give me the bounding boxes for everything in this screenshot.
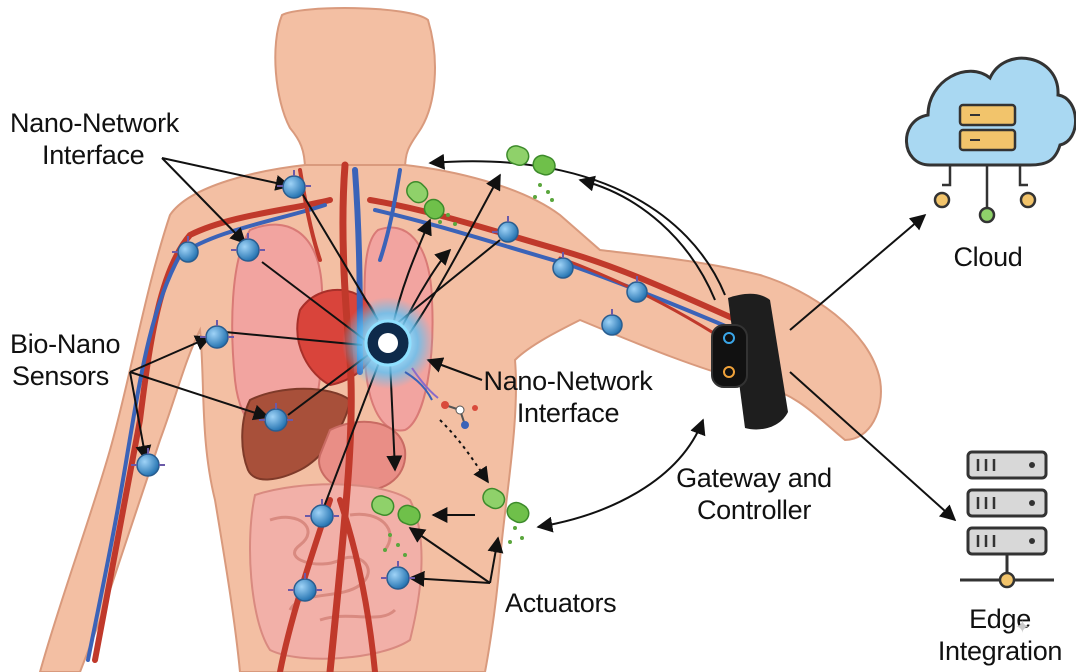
label-bio-nano-sensors: Bio-Nano Sensors: [10, 328, 120, 392]
label-edge-integration: Edge Integration: [935, 603, 1065, 667]
label-cloud: Cloud: [940, 241, 1036, 273]
label-nano-network-interface-center: Nano-Network Interface: [483, 365, 653, 429]
label-nano-network-interface-top: Nano-Network Interface: [10, 107, 179, 171]
sparkle-watermark-icon: ✦: [1015, 617, 1030, 638]
label-actuators: Actuators: [505, 587, 616, 619]
capsule-actuator-icon: [504, 143, 557, 177]
cloud-server-icon: [906, 58, 1075, 222]
label-gateway-controller: Gateway and Controller: [668, 462, 840, 526]
nano-hub-icon: [342, 297, 434, 389]
edge-server-rack-icon: [960, 452, 1054, 587]
